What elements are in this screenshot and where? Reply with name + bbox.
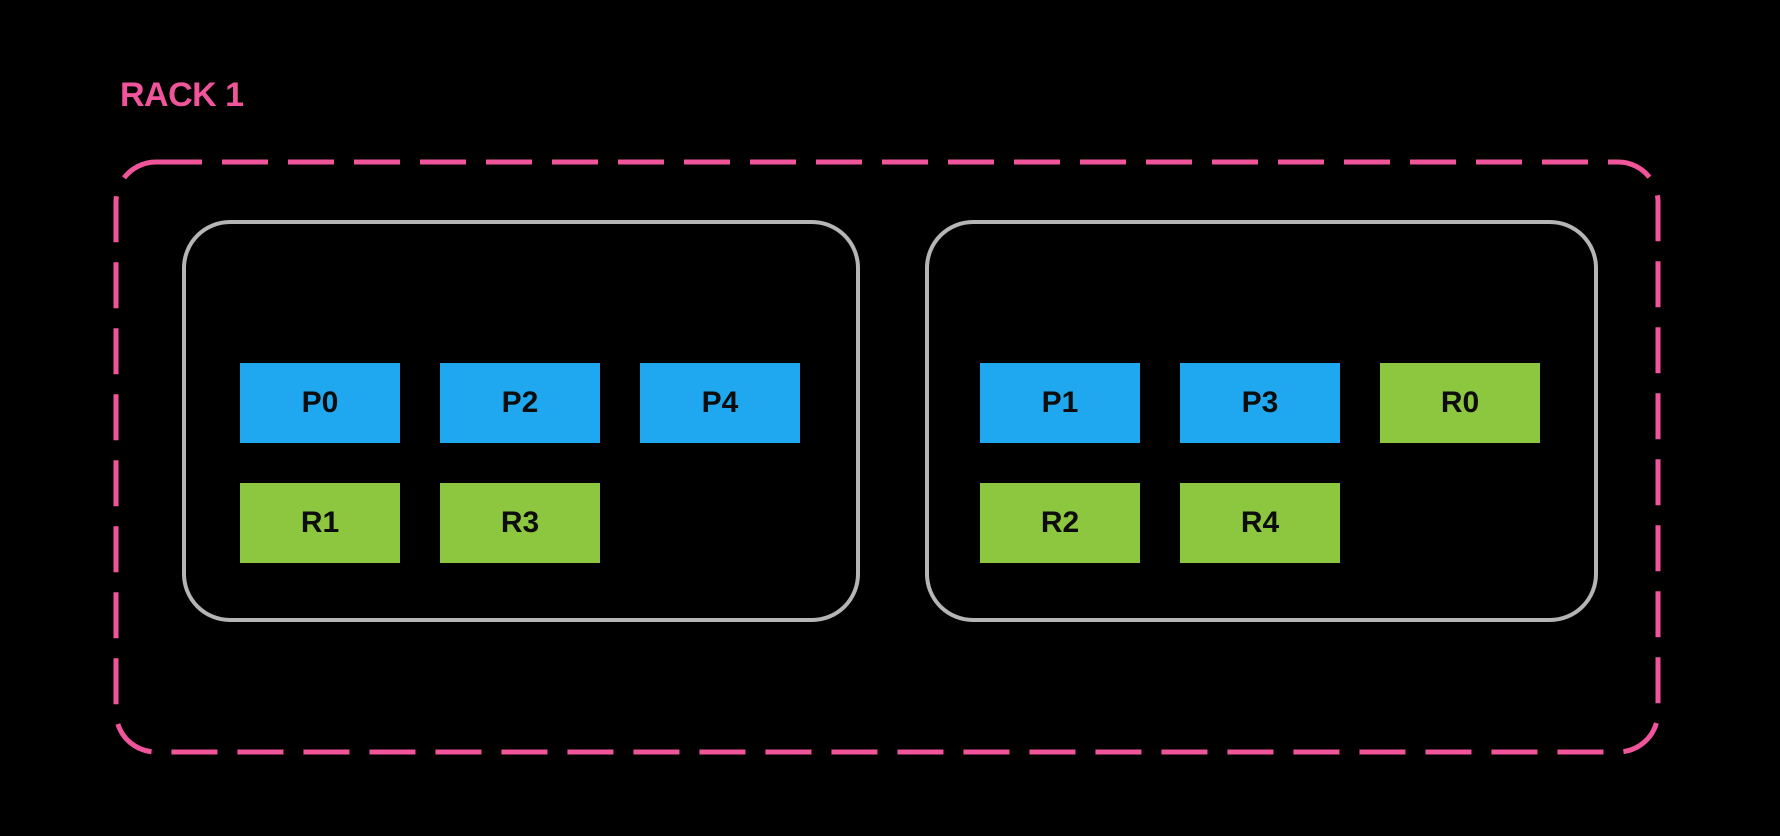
- node-1-row-top: P0 P2 P4: [240, 363, 856, 443]
- block-p2: P2: [440, 363, 600, 443]
- block-r4: R4: [1180, 483, 1340, 563]
- block-p4: P4: [640, 363, 800, 443]
- node-2-row-top: P1 P3 R0: [980, 363, 1594, 443]
- block-p3: P3: [1180, 363, 1340, 443]
- block-r3: R3: [440, 483, 600, 563]
- block-r0: R0: [1380, 363, 1540, 443]
- block-r2: R2: [980, 483, 1140, 563]
- node-1: P0 P2 P4 R1 R3: [182, 220, 860, 622]
- block-p0: P0: [240, 363, 400, 443]
- rack-title: RACK 1: [120, 76, 244, 114]
- block-r1: R1: [240, 483, 400, 563]
- node-2-row-bottom: R2 R4: [980, 483, 1594, 563]
- node-2: P1 P3 R0 R2 R4: [925, 220, 1598, 622]
- node-1-row-bottom: R1 R3: [240, 483, 856, 563]
- block-p1: P1: [980, 363, 1140, 443]
